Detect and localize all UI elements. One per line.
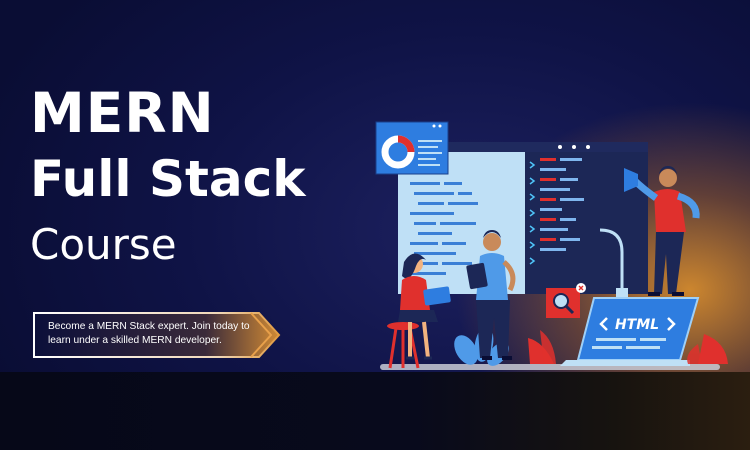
title-line-full-stack: Full Stack	[30, 150, 306, 208]
title-line-mern: MERN	[30, 81, 215, 145]
floor-band	[0, 372, 750, 450]
donut-chart-window	[375, 121, 449, 175]
megaphone-icon	[618, 168, 638, 192]
laptop-label: HTML	[615, 317, 659, 333]
man-with-megaphone	[618, 166, 700, 296]
magnifier-box	[546, 283, 586, 318]
ribbon-shape	[33, 312, 281, 358]
tagline-text: Become a MERN Stack expert. Join today t…	[48, 320, 276, 348]
man-with-tablet	[466, 230, 516, 360]
html-laptop: HTML	[560, 297, 700, 366]
close-icon	[576, 283, 586, 293]
tagline-line-2: learn under a skilled MERN developer.	[48, 335, 222, 346]
woman-developer	[387, 253, 451, 369]
tagline-line-1: Become a MERN Stack expert. Join today t…	[48, 321, 250, 332]
code-bracket-icon	[599, 317, 676, 331]
magnifier-icon	[553, 293, 575, 315]
plant-red-left	[528, 330, 556, 364]
donut-chart-icon	[381, 135, 415, 169]
title-line-course: Course	[30, 220, 177, 269]
connector-plug	[616, 288, 628, 298]
connector-cable	[599, 228, 624, 298]
developers-illustration: HTML	[375, 121, 728, 370]
tagline-ribbon: Become a MERN Stack expert. Join today t…	[33, 312, 281, 358]
plant-red-right	[687, 334, 728, 364]
